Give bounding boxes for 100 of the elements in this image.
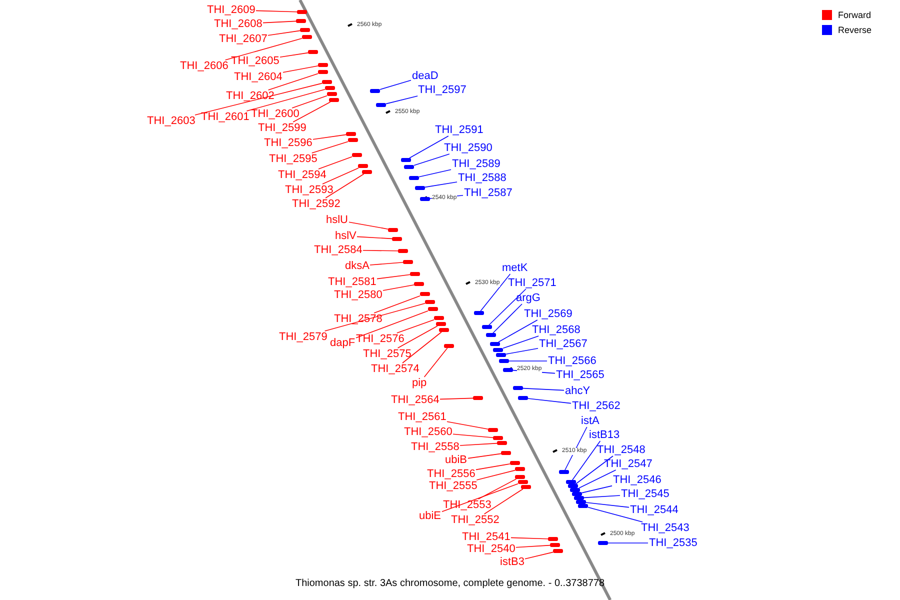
gene-block [362, 170, 372, 174]
gene-block [425, 300, 435, 304]
gene-label: istB13 [588, 429, 621, 441]
gene-block [414, 282, 424, 286]
legend-label: Reverse [838, 24, 872, 36]
gene-block [497, 441, 507, 445]
gene-label: THI_2609 [206, 4, 256, 16]
leader-line [312, 134, 346, 140]
leader-line [510, 537, 548, 540]
gene-label: THI_2556 [426, 468, 476, 480]
gene-block [296, 19, 306, 23]
leader-line [506, 348, 538, 354]
gene-block [370, 89, 380, 93]
gene-block [376, 103, 386, 107]
gene-block [574, 496, 584, 500]
gene-label: THI_2545 [620, 488, 670, 500]
leader-line [386, 96, 418, 104]
gene-block [325, 86, 335, 90]
leader-line [572, 440, 601, 480]
gene-label: THI_2569 [523, 308, 574, 320]
gene-block [578, 504, 588, 508]
leader-line [424, 182, 458, 188]
gene-label: THI_2574 [370, 363, 420, 375]
gene-block [401, 158, 411, 162]
leader-line [268, 30, 300, 36]
leader-line [268, 73, 318, 90]
leader-line [312, 141, 348, 154]
leader-line [348, 222, 388, 230]
leader-line [502, 336, 539, 349]
gene-block [444, 344, 454, 348]
leader-line [578, 470, 616, 488]
leader-line [362, 250, 398, 252]
gene-block [488, 428, 498, 432]
gene-label: ubiB [444, 454, 468, 466]
leader-line [440, 398, 474, 400]
gene-block [434, 316, 444, 320]
gene-label: THI_2607 [218, 33, 268, 45]
leader-line [584, 495, 620, 498]
gene-label: dapF [329, 337, 356, 349]
gene-block [318, 63, 328, 67]
leader-line [256, 10, 298, 12]
gene-label: THI_2540 [466, 543, 516, 555]
leader-line [424, 348, 448, 378]
gene-label: THI_2568 [531, 324, 582, 336]
leader-line [418, 169, 452, 178]
leader-line [586, 502, 630, 508]
gene-label: THI_2548 [596, 444, 646, 456]
leader-line [492, 304, 522, 334]
leader-line [582, 485, 612, 494]
gene-block [322, 80, 332, 84]
gene-block [513, 386, 523, 390]
leader-line [460, 442, 498, 446]
gene-block [518, 480, 528, 484]
gene-block [493, 436, 503, 440]
gene-block [510, 461, 520, 465]
gene-block [499, 359, 509, 363]
gene-block [515, 475, 525, 479]
leader-line [468, 453, 502, 459]
gene-label: istB3 [499, 556, 526, 568]
leader-line [318, 156, 352, 170]
gene-block [439, 328, 449, 332]
leader-line [356, 236, 392, 240]
gene-block [550, 543, 560, 547]
leader-line [194, 82, 322, 116]
gene-label: THI_2571 [507, 277, 558, 289]
gene-label: THI_2601 [200, 111, 250, 123]
leader-line [478, 478, 517, 500]
gene-block [473, 396, 483, 400]
gene-block [493, 348, 503, 352]
gene-block [300, 28, 310, 32]
gene-block [308, 50, 318, 54]
gene-label: THI_2541 [461, 531, 512, 543]
gene-label: THI_2575 [362, 348, 412, 360]
leader-line [397, 326, 438, 348]
gene-block [559, 470, 569, 474]
leader-line [414, 154, 450, 166]
gene-block [553, 549, 563, 553]
leader-line [528, 398, 572, 404]
gene-label: THI_2555 [428, 480, 478, 492]
gene-block [410, 272, 420, 276]
gene-label: THI_2603 [146, 115, 196, 127]
gene-block [576, 500, 586, 504]
leader-line [409, 136, 449, 158]
gene-label: pip [411, 377, 428, 389]
gene-block [388, 228, 398, 232]
gene-label: THI_2543 [640, 522, 690, 534]
gene-block [486, 333, 496, 337]
leader-line [376, 274, 410, 280]
gene-label: THI_2546 [612, 474, 662, 486]
gene-label: THI_2584 [313, 244, 364, 256]
gene-label: THI_2564 [390, 394, 440, 406]
leader-line [516, 544, 550, 548]
gene-block [327, 92, 337, 96]
caption: Thiomonas sp. str. 3As chromosome, complete genome. - 0..3738778 [295, 578, 605, 590]
gene-block [420, 197, 430, 201]
gene-label: THI_2587 [463, 187, 514, 199]
leader-line [380, 80, 412, 90]
gene-block [490, 342, 500, 346]
leader-line [452, 434, 494, 438]
leader-line [292, 102, 331, 122]
